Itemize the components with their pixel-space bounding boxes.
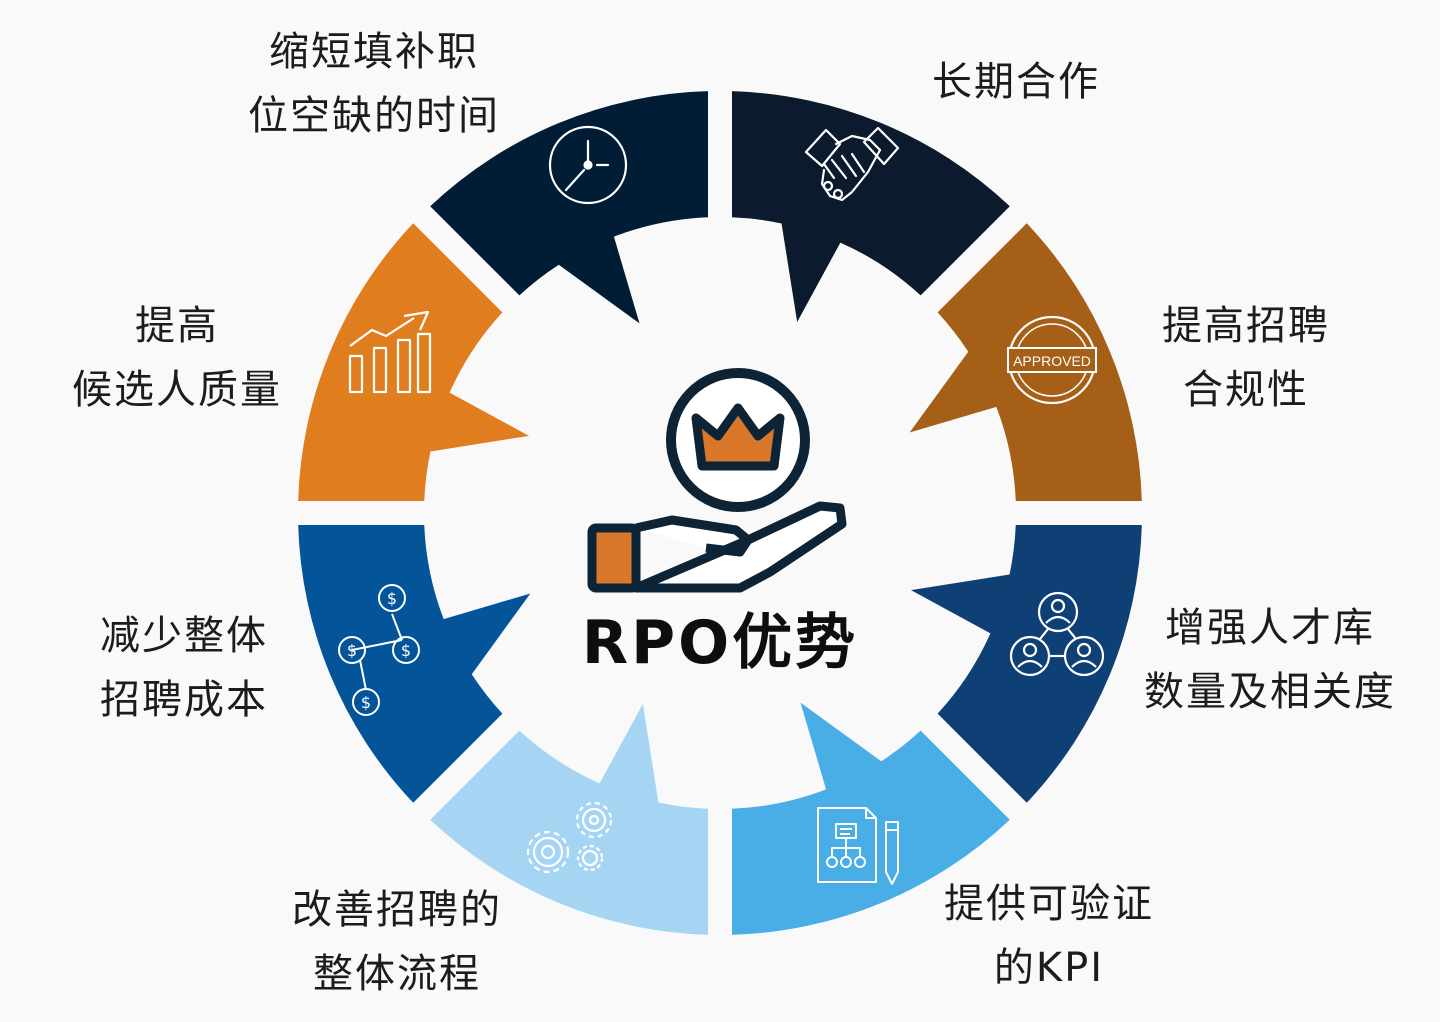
growth-chart-icon (348, 310, 432, 394)
svg-text:$: $ (347, 641, 357, 660)
segment-label-time-to-fill: 缩短填补职 位空缺的时间 (248, 29, 500, 139)
ring-segment-7 (298, 223, 530, 502)
svg-text:$: $ (387, 589, 397, 608)
kpi-report-icon (817, 807, 899, 885)
clock-icon (548, 125, 628, 205)
ring-segment-8 (430, 91, 709, 324)
hand-crown-icon (587, 368, 847, 593)
handshake-icon (804, 126, 900, 202)
approved-stamp-text: APPROVED (1013, 353, 1091, 369)
diagram-title: RPO优势 (581, 608, 859, 678)
segment-label-talent-pool: 增强人才库 数量及相关度 (1144, 605, 1396, 715)
ring-segment-6 (298, 524, 531, 803)
approved-stamp-icon: APPROVED (1007, 315, 1097, 405)
cost-network-icon: $ $ $ $ (338, 584, 420, 716)
segment-label-candidate-quality: 提高 候选人质量 (72, 303, 282, 413)
segment-label-cost: 减少整体 招聘成本 (100, 613, 268, 723)
gears-icon (526, 801, 613, 874)
ring-segment-5 (430, 703, 709, 935)
ring-segment-1 (731, 91, 1010, 323)
ring-segment-3 (910, 524, 1142, 803)
segment-label-kpi: 提供可验证 的KPI (944, 881, 1154, 991)
segment-label-compliance: 提高招聘 合规性 (1162, 303, 1330, 413)
segment-label-long-term-cooperation: 长期合作 (932, 59, 1100, 105)
svg-text:$: $ (361, 693, 371, 712)
segment-label-process: 改善招聘的 整体流程 (292, 887, 502, 997)
svg-text:$: $ (401, 641, 411, 660)
talent-network-icon (1009, 591, 1105, 677)
